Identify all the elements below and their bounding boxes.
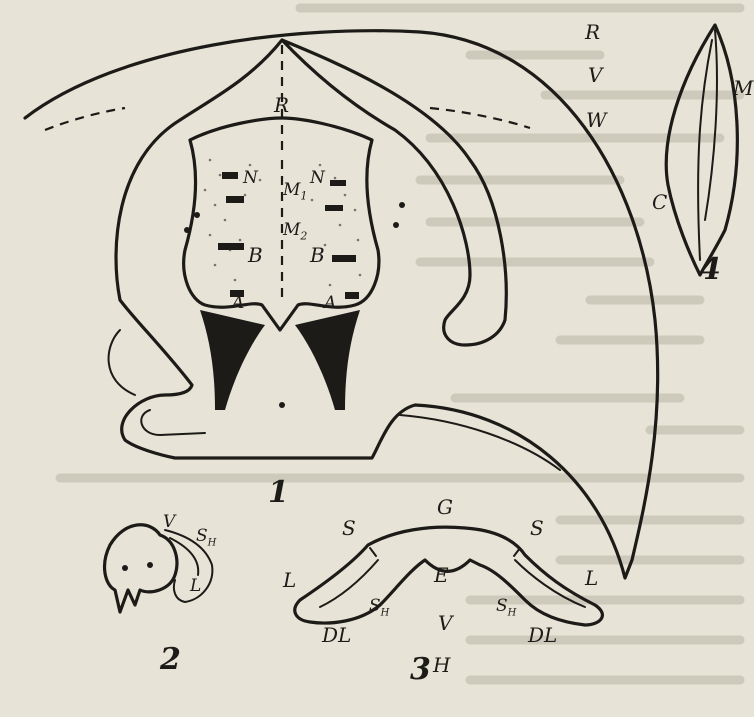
fig1-label-a-right: A	[324, 295, 336, 312]
fig3-label-l-right: L	[585, 568, 598, 588]
fig4-label-w: W	[586, 110, 607, 130]
fig3-label-e: E	[434, 565, 449, 585]
figure-number-1: 1	[268, 478, 289, 508]
fig3-label-s-left: S	[342, 518, 356, 538]
fig1-label-b-left: B	[248, 245, 263, 265]
figure-number-3: 3	[410, 655, 431, 685]
fig1-label-n-right: N	[310, 170, 325, 187]
fig1-label-a-left: A	[232, 295, 244, 312]
fig2-label-s: SH	[196, 528, 216, 548]
fig3-label-h: H	[433, 655, 450, 675]
figure-1-cephalon	[25, 31, 658, 578]
fig1-label-b-right: B	[310, 245, 325, 265]
fig4-label-r: R	[585, 22, 600, 42]
fig3-label-dl-left: DL	[322, 625, 351, 645]
fig4-label-m: M	[733, 78, 753, 98]
figure-4	[666, 25, 737, 275]
fig3-label-sh-left: SH	[369, 598, 389, 618]
fig1-label-r: R	[274, 95, 289, 115]
fig3-label-s-right: S	[530, 518, 544, 538]
fig4-label-v: V	[588, 65, 602, 85]
fig1-label-n-left: N	[243, 170, 258, 187]
fig3-label-l-left: L	[283, 570, 296, 590]
fig3-label-dl-right: DL	[528, 625, 557, 645]
fig1-label-m1: M1	[283, 182, 307, 201]
fig1-label-m2: M2	[283, 222, 307, 241]
figure-number-4: 4	[700, 255, 721, 285]
fig3-label-sh-right: SH	[496, 598, 516, 618]
fig2-label-l: L	[190, 578, 201, 595]
fig4-label-c: C	[652, 192, 667, 212]
fig3-label-g: G	[437, 497, 453, 517]
fig3-label-v: V	[438, 613, 452, 633]
show-through-text	[60, 8, 740, 680]
figure-number-2: 2	[160, 645, 181, 675]
fig2-label-v: V	[163, 514, 175, 531]
